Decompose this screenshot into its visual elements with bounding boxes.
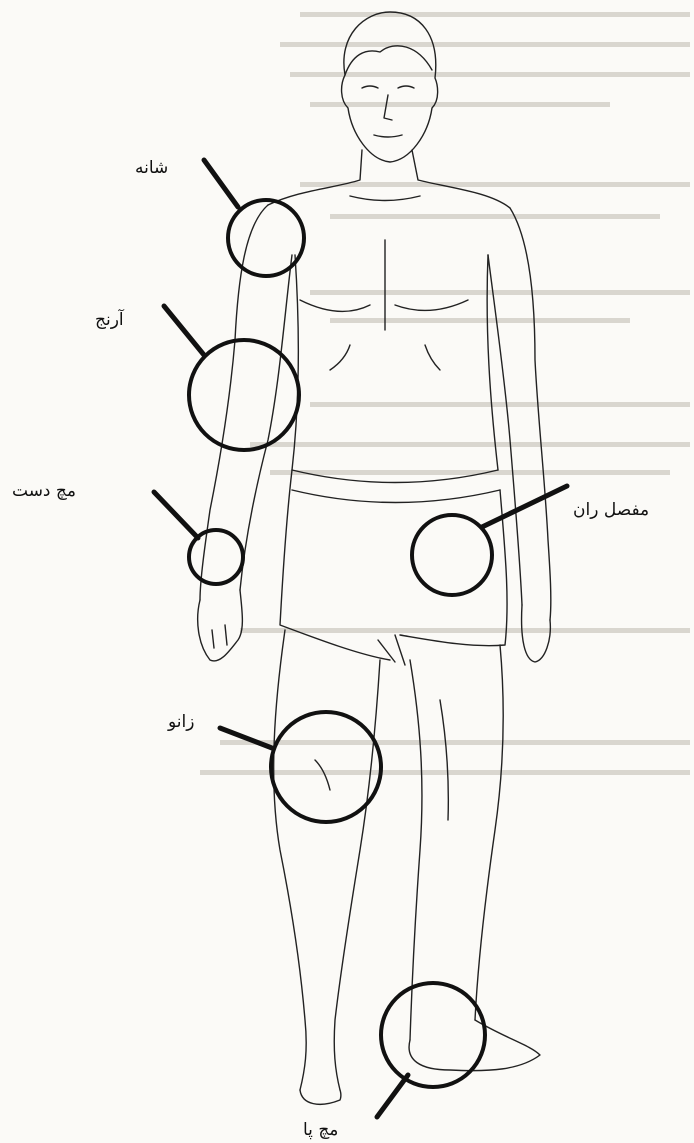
shorts — [280, 470, 507, 665]
hip-pointer — [482, 486, 567, 527]
shoulder-pointer — [204, 160, 238, 207]
ankle-label: مچ پا — [303, 1122, 338, 1139]
elbow-label: آرنج — [95, 312, 124, 329]
hip-label: مفصل ران — [573, 502, 649, 519]
ankle-pointer — [377, 1075, 408, 1117]
legs — [274, 630, 540, 1104]
left-arm — [488, 208, 551, 662]
shoulder-label: شانه — [135, 160, 168, 177]
bleed-through-text — [200, 12, 690, 775]
shoulder-circle — [228, 200, 304, 276]
wrist-label: مچ دست — [12, 483, 76, 500]
torso — [268, 150, 510, 470]
elbow-pointer — [164, 306, 204, 355]
wrist-pointer — [154, 492, 198, 538]
knee-label: زانو — [168, 714, 194, 731]
knee-circle — [271, 712, 381, 822]
ankle-circle — [381, 983, 485, 1087]
head — [342, 12, 438, 162]
